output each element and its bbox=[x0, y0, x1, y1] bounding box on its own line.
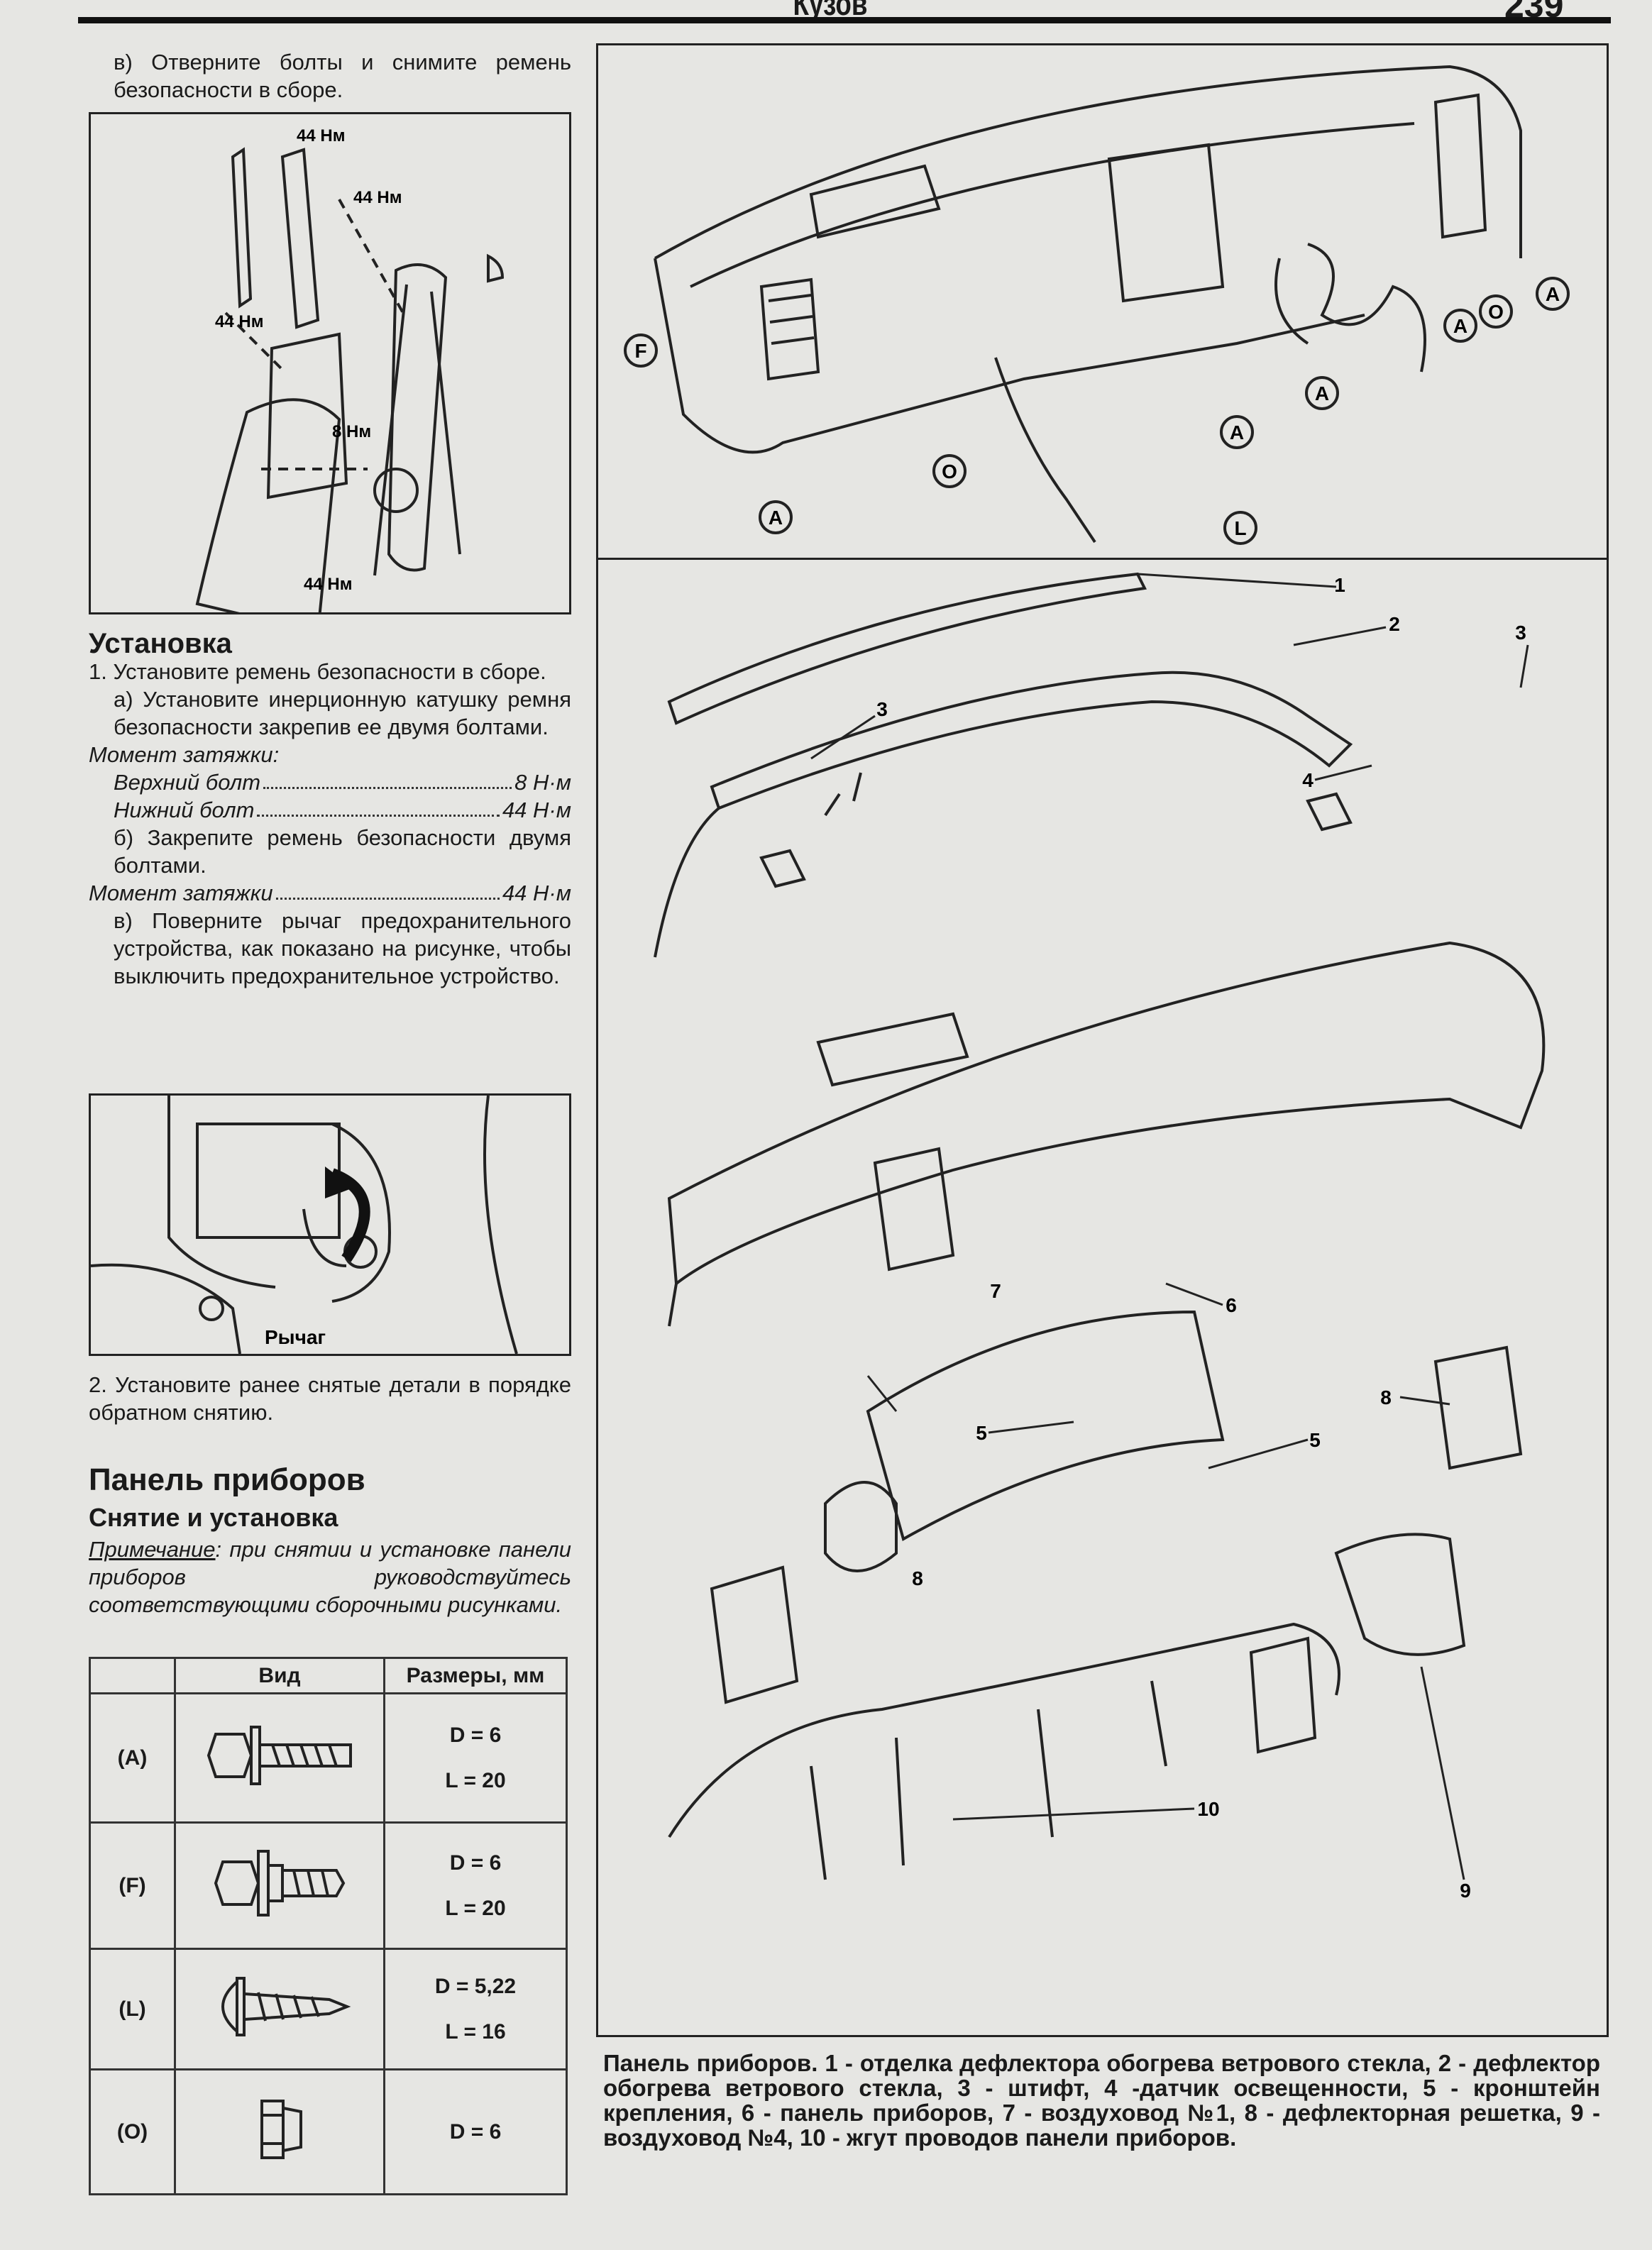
callout-number: 2 bbox=[1389, 613, 1400, 635]
section-heading-instrument-panel: Панель приборов bbox=[89, 1462, 365, 1497]
figure-divider bbox=[598, 558, 1607, 560]
dim-l: L = 20 bbox=[445, 1768, 506, 1792]
dim-l: L = 20 bbox=[445, 1896, 506, 1920]
torque-label: 44 Нм bbox=[215, 312, 263, 331]
table-header: Вид bbox=[174, 1657, 385, 1694]
callout-number: 5 bbox=[1309, 1429, 1321, 1451]
flange-bolt-icon bbox=[174, 1821, 385, 1950]
fastener-marker: A bbox=[769, 507, 783, 529]
seatbelt-drawing: 44 Нм 44 Нм 44 Нм 8 Нм 44 Нм bbox=[195, 126, 505, 634]
fastener-marker: A bbox=[1230, 421, 1244, 443]
self-tapping-screw-icon bbox=[174, 1948, 385, 2070]
callout-number: 3 bbox=[876, 698, 888, 720]
fastener-table: Вид Размеры, мм (A) D = 6 L = 20 (F) D = … bbox=[89, 1657, 568, 2195]
torque-lower-row: Нижний болт 44 Н·м bbox=[89, 796, 571, 824]
lever-drawing: Рычаг bbox=[90, 1095, 518, 1355]
figure-caption: Панель приборов. 1 - отделка дефлектора … bbox=[603, 2050, 1600, 2151]
torque2-row: Момент затяжки 44 Н·м bbox=[89, 879, 571, 907]
callout-number: 8 bbox=[1380, 1386, 1392, 1408]
callout-number: 9 bbox=[1460, 1880, 1471, 1902]
panel-removal-drawing: F A A A O A A O L bbox=[624, 65, 1570, 545]
lever-figure: Рычаг bbox=[89, 1093, 571, 1356]
dim-d: D = 6 bbox=[449, 1851, 502, 1875]
dim-d: D = 5,22 bbox=[434, 1974, 517, 1998]
note-label: Примечание bbox=[89, 1537, 216, 1562]
lever-label: Рычаг bbox=[265, 1326, 326, 1348]
torque2-label: Момент затяжки bbox=[89, 881, 273, 905]
callout-number: 4 bbox=[1302, 769, 1314, 791]
torque-upper-label: Верхний болт bbox=[114, 770, 261, 795]
step-remove-belt: в) Отверните болты и снимите ремень безо… bbox=[114, 50, 571, 102]
callout-number: 7 bbox=[990, 1280, 1001, 1302]
fastener-marker: L bbox=[1234, 517, 1246, 539]
install-step-1b: б) Закрепите ремень безопасности двумя б… bbox=[114, 825, 571, 878]
callout-number: 10 bbox=[1197, 1798, 1219, 1820]
header-rule bbox=[78, 17, 1611, 23]
table-row: (F) D = 6 L = 20 bbox=[89, 1821, 568, 1950]
fastener-marker: O bbox=[1488, 301, 1504, 323]
torque-label: 44 Нм bbox=[353, 188, 402, 207]
torque-label: 44 Нм bbox=[297, 126, 345, 145]
torque-lower-label: Нижний болт bbox=[114, 798, 255, 822]
fastener-marker: F bbox=[634, 340, 646, 362]
table-row: (L) D = 5,22 L = 16 bbox=[89, 1948, 568, 2070]
fastener-marker: O bbox=[942, 461, 957, 482]
torque2-value: 44 Н·м bbox=[502, 881, 571, 905]
dim-d: D = 6 bbox=[449, 2119, 502, 2144]
note-text: : при снятии и установке панели приборов… bbox=[89, 1537, 571, 1617]
install-heading: Установка bbox=[89, 628, 232, 659]
subsection-heading: Снятие и установка bbox=[89, 1503, 338, 1532]
callout-number: 6 bbox=[1226, 1294, 1237, 1316]
install-step-2: 2. Установите ранее снятые детали в поря… bbox=[89, 1372, 571, 1425]
callout-number: 8 bbox=[912, 1567, 923, 1589]
dim-d: D = 6 bbox=[449, 1723, 502, 1747]
table-row: (A) D = 6 L = 20 bbox=[89, 1692, 568, 1824]
instrument-panel-figure: F A A A O A A O L bbox=[596, 43, 1609, 2037]
callout-number: 1 bbox=[1334, 574, 1345, 596]
install-step-1c: в) Поверните рычаг предохранительного ус… bbox=[114, 908, 571, 988]
fastener-marker: A bbox=[1315, 382, 1329, 404]
dim-l: L = 16 bbox=[445, 2019, 506, 2044]
install-step-1: 1. Установите ремень безопасности в сбор… bbox=[89, 659, 546, 684]
torque-lower-value: 44 Н·м bbox=[502, 798, 571, 822]
fastener-marker: A bbox=[1453, 315, 1467, 337]
nut-icon bbox=[174, 2068, 385, 2195]
torque-label: 44 Нм bbox=[304, 575, 352, 594]
panel-exploded-drawing: 1 2 3 3 4 5 5 6 7 8 8 9 10 bbox=[654, 572, 1546, 1902]
seatbelt-figure: 44 Нм 44 Нм 44 Нм 8 Нм 44 Нм bbox=[89, 112, 571, 634]
table-row: (O) D = 6 bbox=[89, 2068, 568, 2195]
install-step-1a: а) Установите инерционную катушку ремня … bbox=[114, 687, 571, 739]
callout-number: 5 bbox=[976, 1422, 987, 1444]
callout-number: 3 bbox=[1515, 622, 1526, 644]
torque-upper-row: Верхний болт 8 Н·м bbox=[89, 768, 571, 796]
fastener-code: (O) bbox=[89, 2068, 176, 2195]
fastener-code: (L) bbox=[89, 1948, 176, 2070]
torque-label: 8 Нм bbox=[332, 422, 371, 441]
table-header bbox=[89, 1657, 176, 1694]
fastener-code: (F) bbox=[89, 1821, 176, 1950]
bolt-with-washer-icon bbox=[174, 1692, 385, 1824]
fastener-marker: A bbox=[1546, 283, 1560, 305]
fastener-code: (A) bbox=[89, 1692, 176, 1824]
table-header: Размеры, мм bbox=[383, 1657, 568, 1694]
torque-upper-value: 8 Н·м bbox=[514, 770, 571, 795]
torque-heading: Момент затяжки: bbox=[89, 742, 280, 767]
